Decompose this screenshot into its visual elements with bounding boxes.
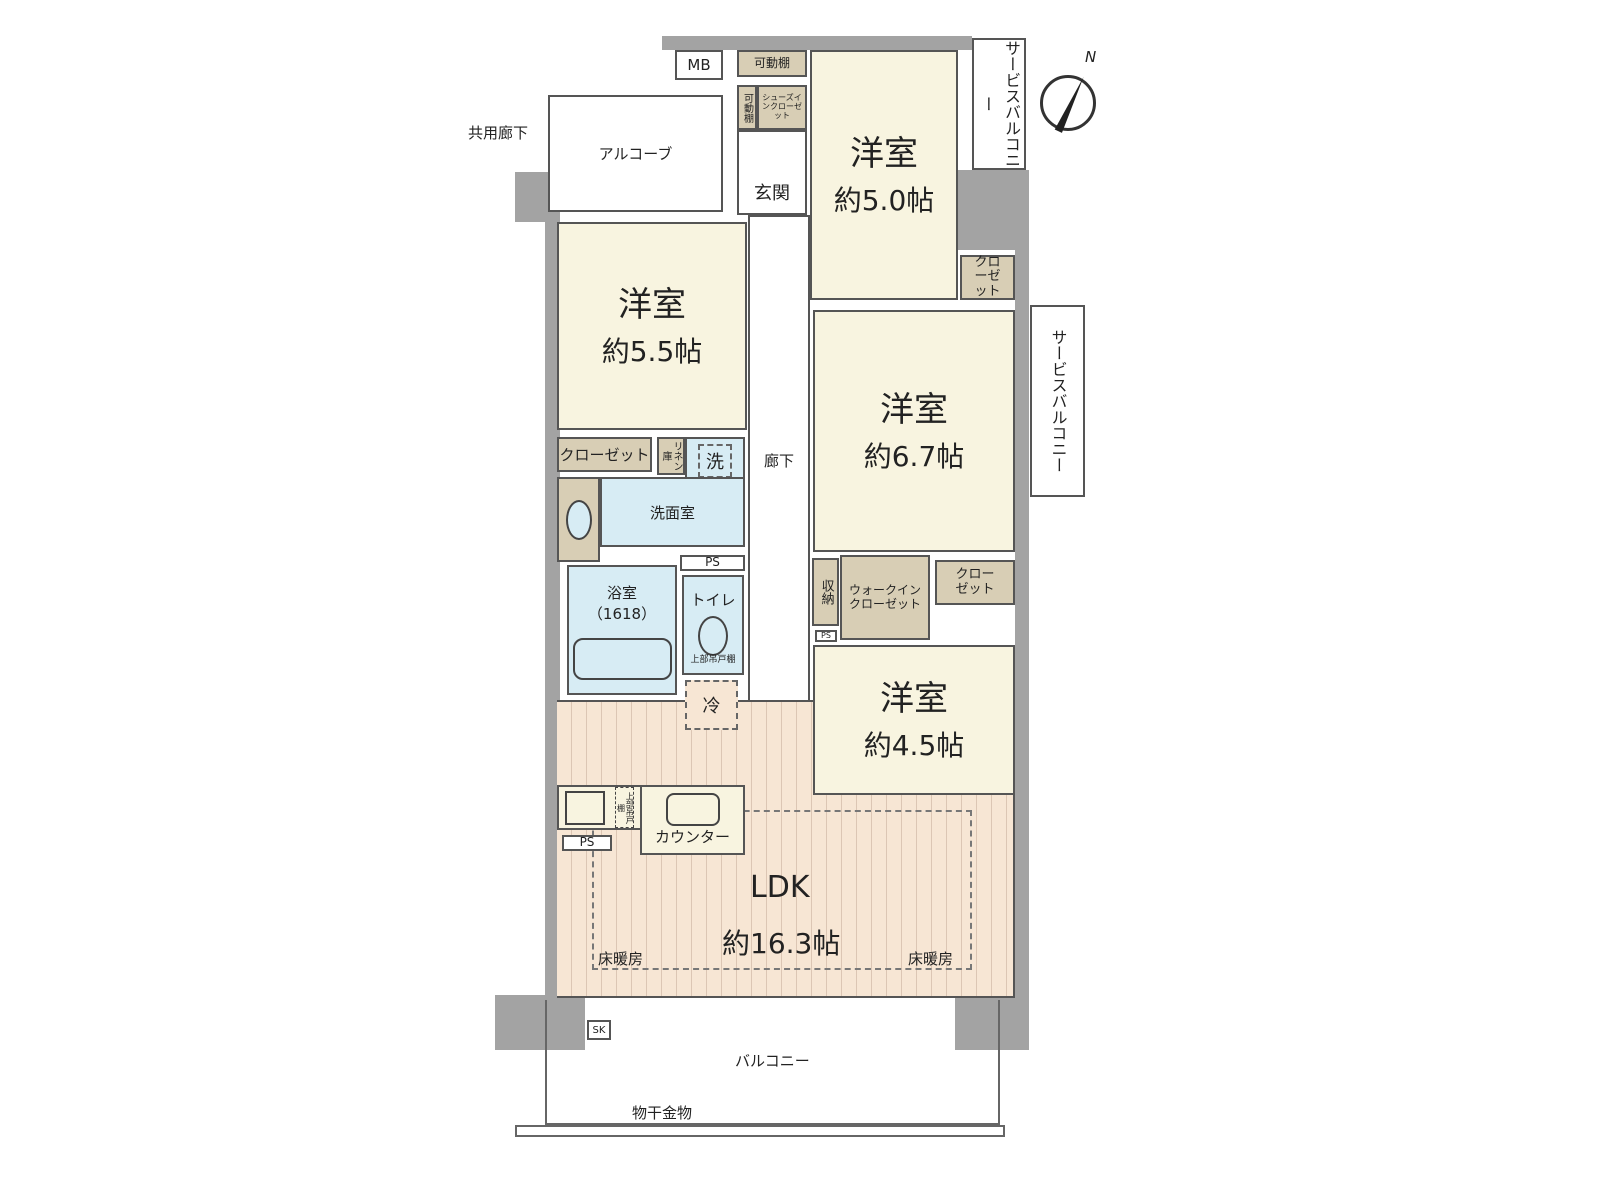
- walk-in-closet: ウォークインクローゼット: [840, 555, 930, 640]
- wall-column-sw: [495, 995, 585, 1050]
- closet-label: クローゼット: [955, 567, 995, 597]
- washroom-label: 洗面室: [649, 503, 695, 522]
- service-balcony-east: サービスバルコニー: [1030, 305, 1085, 497]
- counter-label: カウンター: [654, 828, 730, 846]
- drying-hardware-label: 物干金物: [632, 1104, 693, 1122]
- common-corridor-label: 共用廊下: [468, 124, 529, 142]
- sink-icon: [565, 499, 592, 540]
- corridor-label: 廊下: [763, 451, 794, 470]
- floor-heating-area: [592, 810, 972, 970]
- alcove: アルコーブ: [548, 95, 723, 212]
- washer-space: 洗: [685, 437, 745, 482]
- floor-heating-label-left: 床暖房: [598, 950, 644, 968]
- pipe-space-2: PS: [815, 630, 837, 642]
- entrance-label: 玄関: [754, 183, 790, 204]
- washroom: 洗面室: [600, 477, 745, 547]
- mb-label: MB: [687, 56, 711, 74]
- bath-size-label: （1618）: [587, 605, 657, 623]
- closet-label: クローゼット: [974, 255, 1001, 299]
- wall-north: [662, 36, 972, 50]
- storage-label: 収納: [818, 579, 834, 605]
- closet-5-0: クローゼット: [960, 255, 1015, 300]
- pipe-space-3: PS: [562, 835, 612, 851]
- corridor: 廊下: [748, 215, 810, 705]
- room-size: 約5.0帖: [833, 183, 935, 217]
- fridge-space: 冷: [685, 680, 738, 730]
- room-size: 約6.7帖: [863, 439, 965, 473]
- service-balcony-label: サービスバルコニー: [978, 40, 1021, 168]
- washer-label: 洗: [698, 443, 732, 478]
- pipe-space: PS: [680, 555, 745, 571]
- bathroom: 浴室 （1618）: [567, 565, 677, 695]
- toilet: トイレ 上部吊戸棚: [682, 575, 744, 675]
- closet-5-5: クローゼット: [557, 437, 652, 472]
- ps-label: PS: [579, 835, 595, 850]
- stove-icon: [564, 790, 605, 825]
- wall-column-se: [955, 995, 1029, 1050]
- vanity: [557, 477, 600, 562]
- bedroom-4-5: 洋室 約4.5帖: [813, 645, 1015, 795]
- shoes-in-closet: シューズインクローゼット: [757, 85, 807, 130]
- linen-storage: リネン庫: [657, 437, 685, 475]
- ps-label: PS: [705, 555, 720, 570]
- movable-shelf-vertical: 可動棚: [737, 85, 757, 130]
- sk-label: SK: [592, 1024, 606, 1036]
- meter-box: MB: [675, 50, 723, 80]
- wall-west: [545, 210, 560, 1010]
- room-name: 洋室: [618, 284, 686, 325]
- bedroom-5-0: 洋室 約5.0帖: [810, 50, 958, 300]
- floor-heating-label-right: 床暖房: [908, 950, 954, 968]
- walk-in-closet-label: ウォークインクローゼット: [848, 583, 921, 611]
- toilet-label: トイレ: [690, 591, 736, 609]
- balcony-railing: [515, 1125, 1005, 1137]
- wall-column-ne: [955, 170, 1029, 250]
- wall-east: [1015, 170, 1029, 1010]
- ldk-size: 約16.3帖: [722, 927, 841, 960]
- room-size: 約5.5帖: [601, 334, 703, 368]
- toilet-shelf-label: 上部吊戸棚: [690, 655, 736, 665]
- bathroom-label: 浴室: [606, 584, 637, 602]
- bedroom-6-7: 洋室 約6.7帖: [813, 310, 1015, 552]
- kitchen-cabinet-label: 上部吊戸棚: [614, 787, 635, 828]
- sink-icon: [665, 793, 720, 826]
- service-balcony-label: サービスバルコニー: [1048, 329, 1068, 473]
- kitchen-stove-counter: 上部吊戸棚: [557, 785, 642, 830]
- movable-shelf: 可動棚: [737, 50, 807, 77]
- ldk-name: LDK: [750, 870, 810, 905]
- balcony-label: バルコニー: [735, 1052, 810, 1070]
- room-name: 洋室: [850, 133, 918, 174]
- service-balcony-north: サービスバルコニー: [972, 38, 1026, 170]
- bedroom-5-5: 洋室 約5.5帖: [557, 222, 747, 430]
- fridge-label: 冷: [702, 696, 721, 717]
- shoes-in-closet-label: シューズインクローゼット: [762, 93, 802, 120]
- room-name: 洋室: [880, 678, 948, 719]
- alcove-label: アルコーブ: [598, 145, 673, 163]
- linen-label: リネン庫: [660, 441, 682, 471]
- closet-label: クローゼット: [559, 446, 650, 464]
- movable-shelf-vertical-label: 可動棚: [741, 92, 753, 123]
- room-size: 約4.5帖: [863, 728, 965, 762]
- room-name: 洋室: [880, 389, 948, 430]
- movable-shelf-label: 可動棚: [753, 55, 790, 70]
- kitchen-counter: カウンター: [640, 785, 745, 855]
- compass-needle: [1054, 75, 1088, 133]
- toilet-icon: [698, 616, 728, 656]
- compass-icon: [1040, 75, 1096, 133]
- ps-label: PS: [821, 630, 831, 640]
- entrance: 玄関: [737, 130, 807, 215]
- balcony: [545, 1000, 1000, 1125]
- slop-sink: SK: [587, 1020, 611, 1040]
- storage: 収納: [812, 558, 839, 626]
- bathtub-icon: [572, 638, 672, 680]
- closet-6-7: クローゼット: [935, 560, 1015, 605]
- north-label: N: [1085, 48, 1097, 66]
